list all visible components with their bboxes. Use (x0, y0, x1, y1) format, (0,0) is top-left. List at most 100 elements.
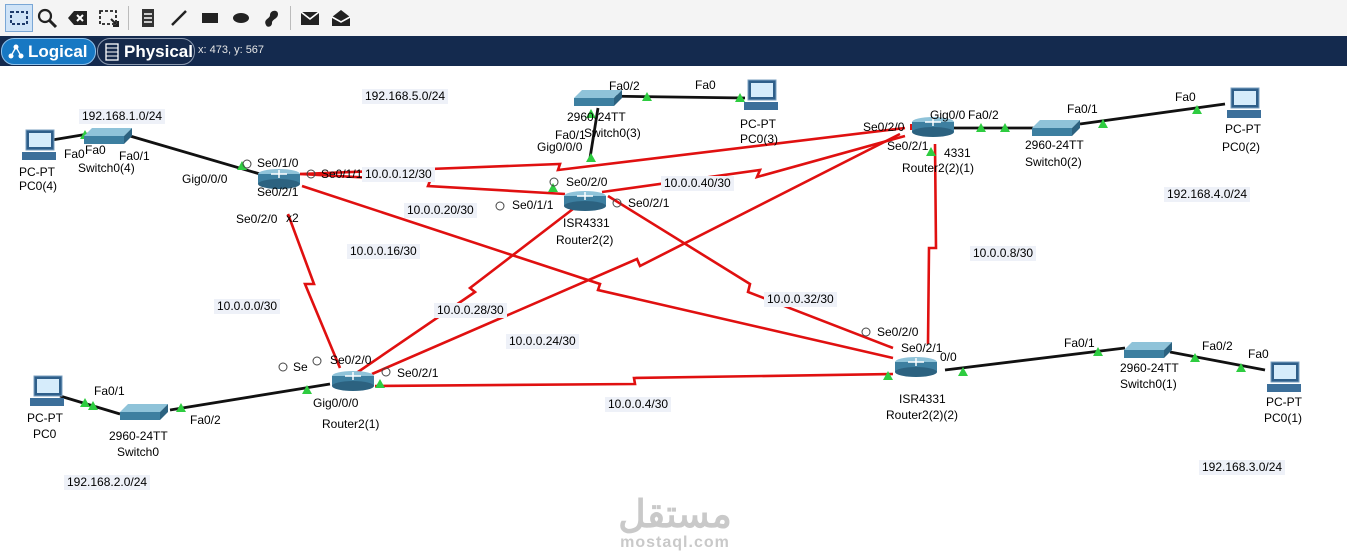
port-label: Se0/1/1 (321, 167, 363, 181)
cursor-coordinates: x: 473, y: 567 (198, 44, 265, 56)
port-label: Se0/2/0 (236, 212, 278, 226)
device-model-label: 2960-24TT (1025, 138, 1084, 152)
delete-icon[interactable] (65, 5, 91, 31)
device-model-label: 2960-24TT (109, 429, 168, 443)
device-type-label: PC-PT (1266, 395, 1302, 409)
port-label: Gig0/0 (930, 108, 966, 122)
network-label: 10.0.0.8/30 (970, 246, 1037, 261)
tab-physical-label: Physical (124, 41, 193, 61)
port-label: Fa0 (1248, 347, 1269, 361)
port-label: Se0/2/0 (877, 325, 919, 339)
watermark: مستقل mostaql.com (600, 496, 750, 552)
port-label: Fa0/2 (609, 79, 640, 93)
select-tool-icon[interactable] (5, 4, 33, 32)
serial-link-10.0.0.8 (926, 143, 938, 345)
device-name-label: PC0(3) (740, 132, 779, 146)
network-label: 10.0.0.4/30 (605, 397, 672, 412)
serial-link-10.0.0.16 (301, 184, 894, 360)
link-status-markers (80, 92, 1246, 412)
port-label: Se0/2/0 (566, 175, 608, 189)
network-label: 192.168.4.0/24 (1164, 187, 1251, 202)
port-label: Se (293, 360, 308, 374)
place-note-icon[interactable] (135, 5, 161, 31)
port-label: 0/0 (940, 350, 957, 364)
tab-physical[interactable]: Physical (97, 38, 195, 65)
logical-workspace[interactable]: 192.168.1.0/24 192.168.5.0/24 192.168.4.… (0, 66, 1347, 552)
port-label: Gig0/0/0 (537, 140, 583, 154)
port-label: Se0/2/1 (397, 366, 439, 380)
network-label: 192.168.2.0/24 (64, 475, 151, 490)
port-label: Fa0/1 (1067, 102, 1098, 116)
copper-link-sw2-pc2 (1079, 102, 1226, 126)
serial-link-10.0.0.0 (286, 213, 342, 369)
port-label: Fa0/1 (94, 384, 125, 398)
port-label: Se0/1/0 (257, 156, 299, 170)
draw-ellipse-icon[interactable] (228, 5, 254, 31)
copper-link-sw1-pc1 (1169, 350, 1266, 372)
device-name-label: Router2(1) (322, 417, 380, 431)
watermark-latin: mostaql.com (620, 534, 730, 551)
port-label: Gig0/0/0 (182, 172, 228, 186)
port-label: Se0/1/1 (512, 198, 554, 212)
port-label: Fa0/1 (1064, 336, 1095, 350)
port-label: Fa0/2 (1202, 339, 1233, 353)
workspace-tab-bar: Logical Physical (0, 36, 1347, 66)
network-label: 10.0.0.0/30 (214, 299, 281, 314)
tab-logical-label: Logical (28, 41, 88, 61)
network-label: 10.0.0.28/30 (434, 303, 507, 318)
inspect-icon[interactable] (34, 5, 60, 31)
copper-link-sw3-rc (588, 107, 600, 159)
device-type-label: PC-PT (19, 165, 55, 179)
device-name-label: Switch0(2) (1025, 155, 1082, 169)
device-name-label: PC0(4) (19, 179, 58, 193)
port-label: Fa0/1 (119, 149, 150, 163)
port-label: Fa0 (85, 143, 106, 157)
device-model-label: 4331 (944, 146, 971, 160)
simple-pdu-icon[interactable] (297, 5, 323, 31)
device-model-label: 2960-24TT (1120, 361, 1179, 375)
tab-logical[interactable]: Logical (1, 38, 96, 65)
toolbar (0, 0, 1347, 37)
device-type-label: PC-PT (1225, 122, 1261, 136)
device-name-label: PC0(1) (1264, 411, 1303, 425)
network-label: 10.0.0.20/30 (404, 203, 477, 218)
port-label: Se0/2/1 (901, 341, 943, 355)
serial-link-10.0.0.28 (354, 197, 587, 376)
device-name-label: Router2(2)(1) (902, 161, 975, 175)
network-label: 192.168.3.0/24 (1199, 460, 1286, 475)
port-label: Fa0/2 (190, 413, 221, 427)
complex-pdu-icon[interactable] (328, 5, 354, 31)
draw-line-icon[interactable] (166, 5, 192, 31)
device-name-label: Switch0(3) (584, 126, 641, 140)
network-label: 10.0.0.24/30 (506, 334, 579, 349)
port-label: Se0/2/1 (628, 196, 670, 210)
freeform-icon[interactable] (259, 5, 285, 31)
device-name-label: PC0 (33, 427, 57, 441)
port-label: Se0/2/1 (257, 185, 299, 199)
device-type-label: PC-PT (740, 117, 776, 131)
device-model-label: ISR4331 (563, 216, 610, 230)
device-name-label: Router2(2) (556, 233, 614, 247)
draw-rectangle-icon[interactable] (197, 5, 223, 31)
port-label: Se0/2/1 (887, 139, 929, 153)
port-label: Fa0 (64, 147, 85, 161)
network-label: 10.0.0.16/30 (347, 244, 420, 259)
port-label: Fa0/1 (555, 128, 586, 142)
copper-link-rbr-sw1 (944, 346, 1126, 372)
logical-network-icon (8, 44, 24, 58)
port-label: Se0/2/0 (330, 353, 372, 367)
device-model-label: 2960-24TT (567, 110, 626, 124)
resize-shape-icon[interactable] (96, 5, 122, 31)
network-label: 10.0.0.12/30 (362, 167, 435, 182)
physical-rack-icon (105, 42, 119, 61)
device-type-label: PC-PT (27, 411, 63, 425)
port-label: Gig0/0/0 (313, 396, 359, 410)
port-label: Se0/2/0 (863, 120, 905, 134)
port-label: Fa0/2 (968, 108, 999, 122)
device-name-label: Switch0 (117, 445, 160, 459)
device-model-label: ISR4331 (899, 392, 946, 406)
network-label: 10.0.0.40/30 (661, 176, 734, 191)
network-label: 192.168.1.0/24 (79, 109, 166, 124)
device-name-label: Switch0(1) (1120, 377, 1177, 391)
port-label: Fa0 (695, 78, 716, 92)
